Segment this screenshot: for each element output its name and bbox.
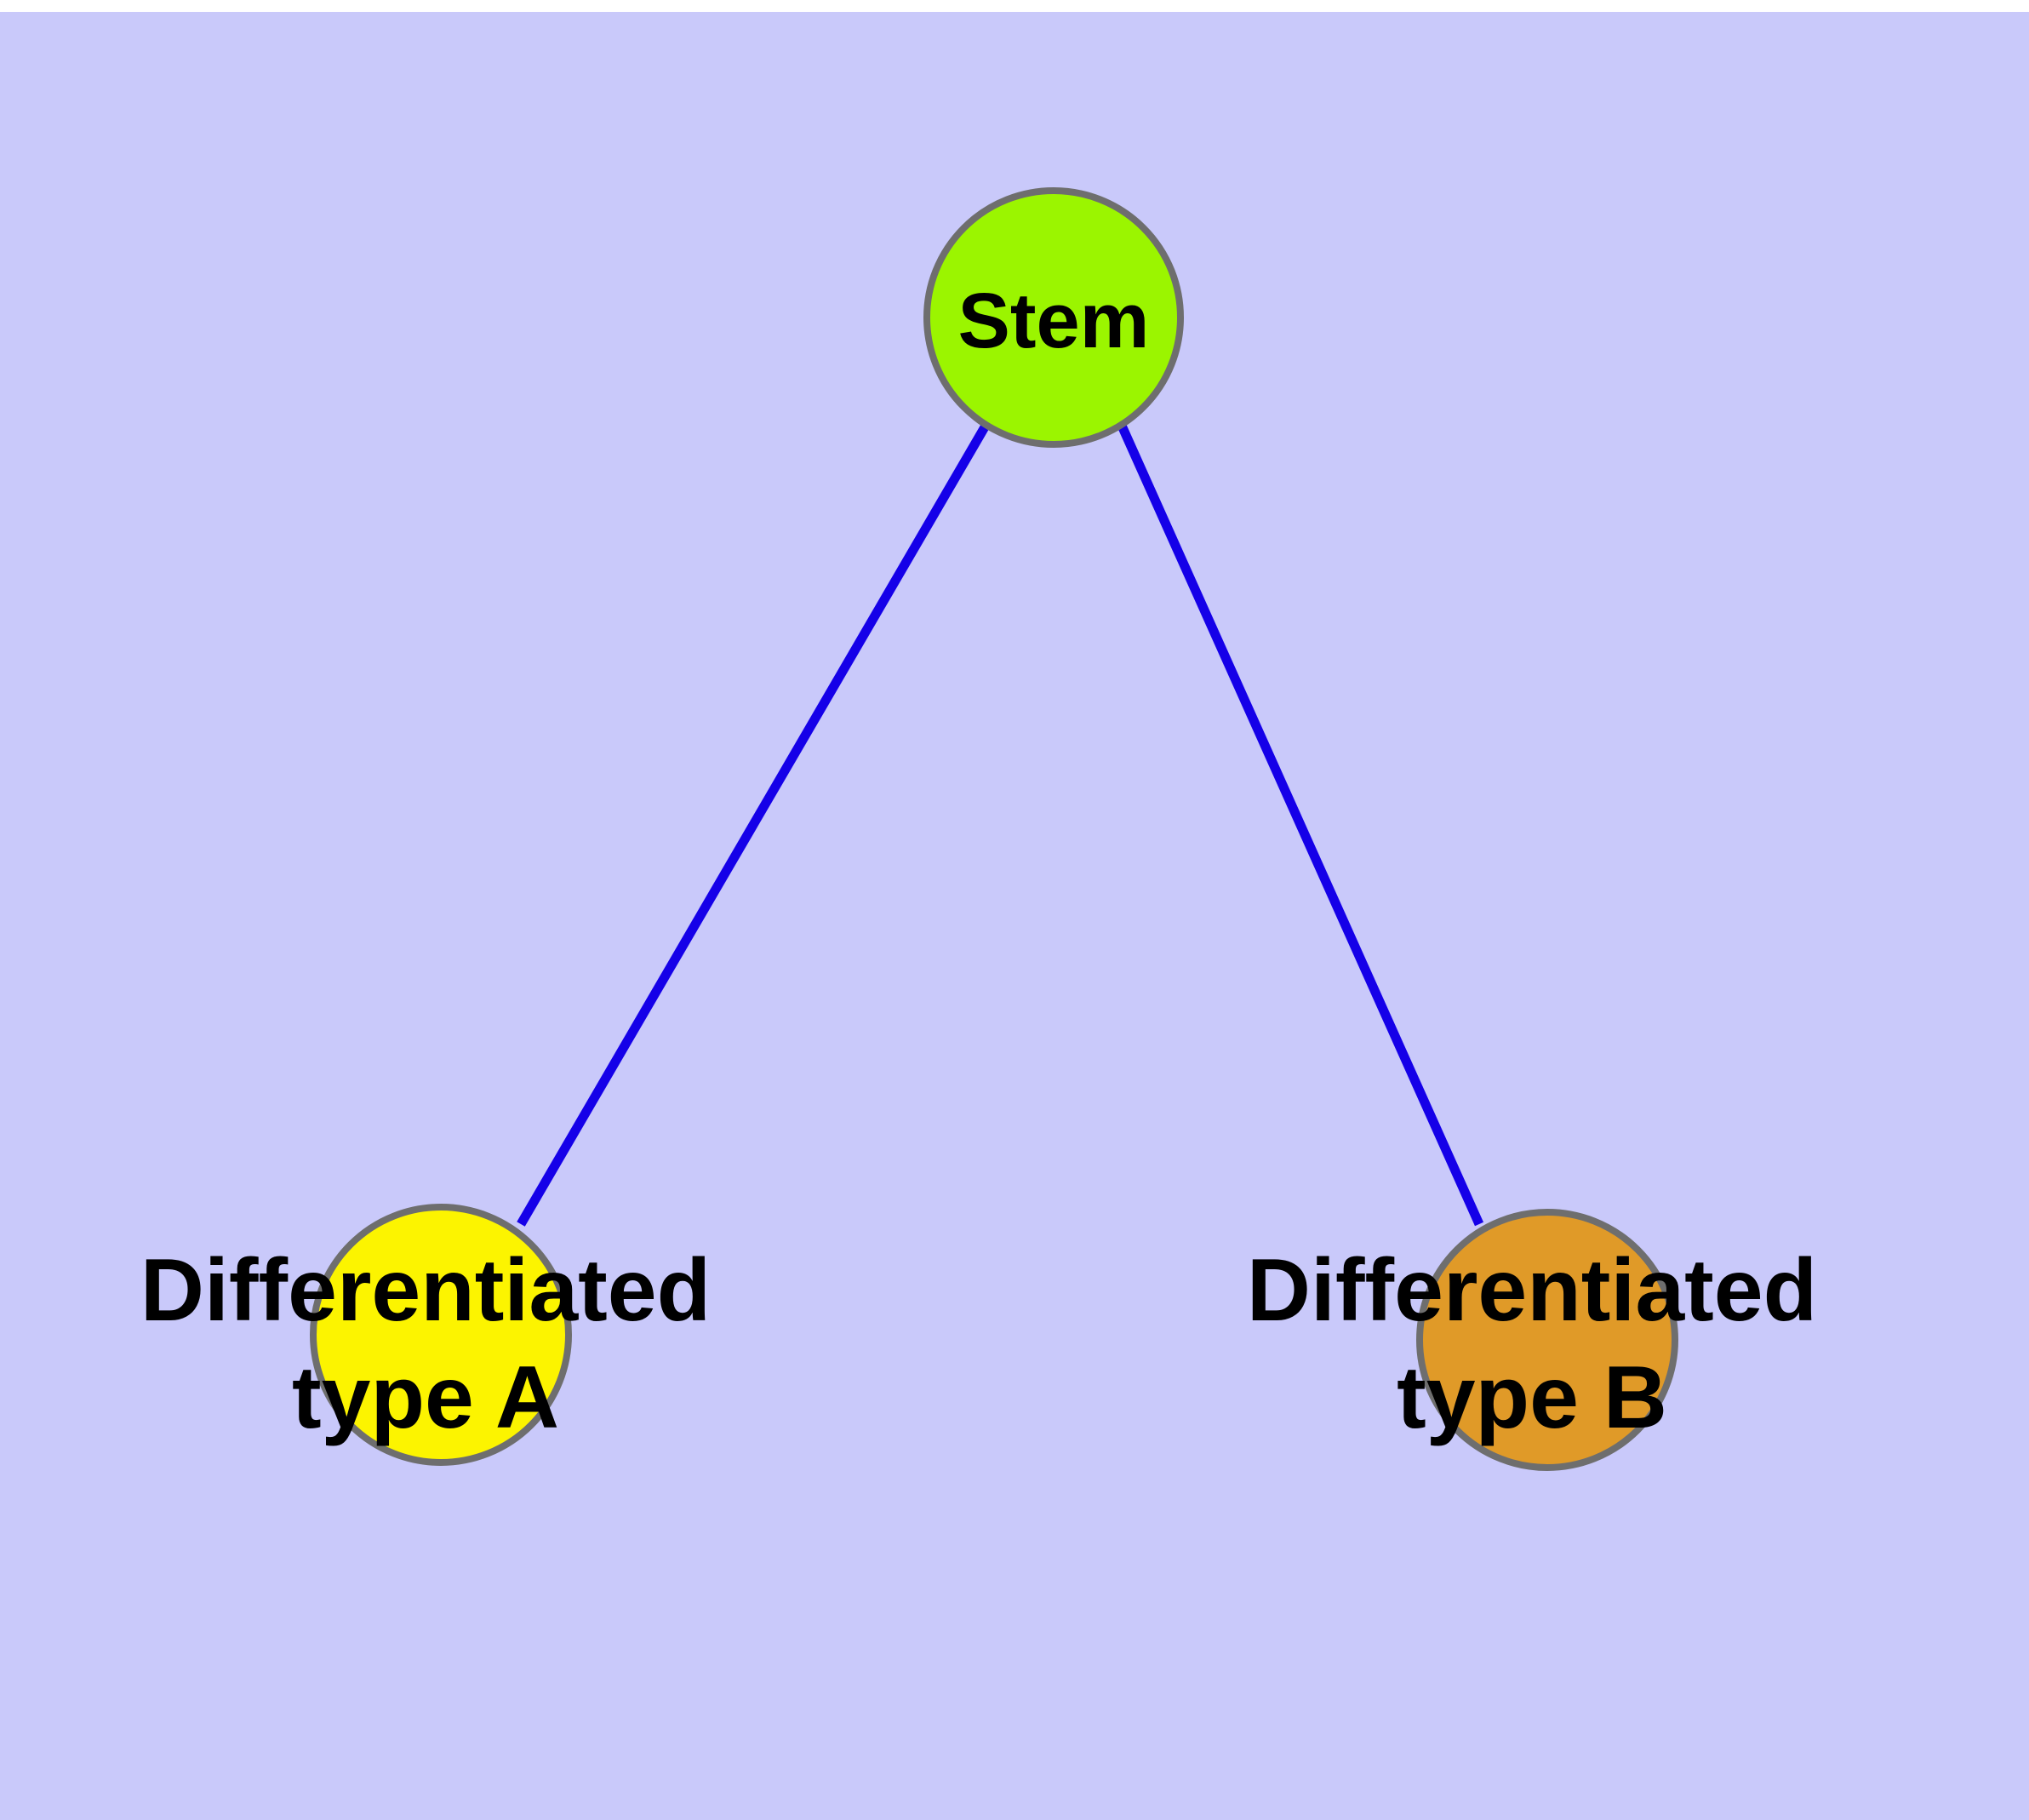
- differentiated-type-a-node-label-line-1: Differentiated: [140, 1241, 711, 1340]
- stem-node-label-line-1: Stem: [958, 278, 1150, 364]
- edge-stem-to-type-a: [517, 423, 990, 1227]
- nodes-layer: [310, 187, 1678, 1471]
- differentiated-type-b-node[interactable]: [1416, 1209, 1678, 1471]
- differentiated-type-b-node-label-line-2: type B: [1397, 1348, 1667, 1447]
- edge-stem-to-type-b: [1117, 423, 1484, 1227]
- edges-layer: [517, 423, 1484, 1227]
- stem-node-label: Stem: [958, 278, 1150, 364]
- stem-node[interactable]: [923, 187, 1184, 448]
- differentiated-type-b-node-label-line-1: Differentiated: [1247, 1241, 1817, 1340]
- differentiated-type-a-node[interactable]: [310, 1204, 572, 1466]
- differentiated-type-a-node-label-line-2: type A: [292, 1348, 559, 1447]
